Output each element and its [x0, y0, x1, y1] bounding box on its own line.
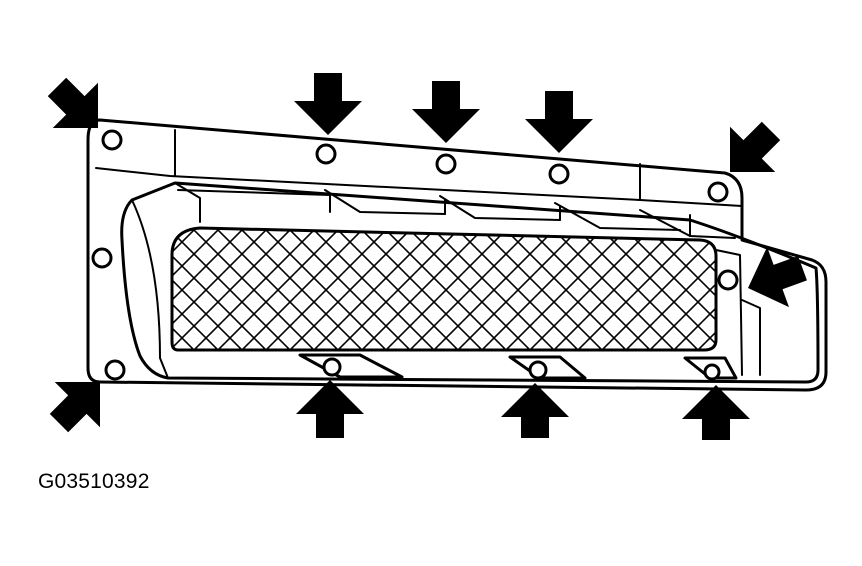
mesh-strand — [0, 220, 36, 360]
mesh-strand — [567, 228, 709, 350]
arrow-up-right-icon — [49, 382, 100, 433]
mesh-strand — [231, 228, 373, 350]
mesh-strand — [172, 228, 205, 350]
fastener-hole — [717, 269, 739, 291]
mesh-strand — [0, 220, 132, 360]
arrow-down-right-icon — [47, 77, 98, 128]
mesh-strand — [183, 228, 325, 350]
mesh-strand — [832, 220, 862, 360]
mesh-strand — [0, 220, 12, 360]
fastener-hole — [703, 363, 721, 381]
mesh-strand — [327, 228, 469, 350]
mesh-strand — [399, 228, 541, 350]
mounting-tabs — [298, 353, 738, 380]
fastener-hole — [104, 359, 126, 381]
mesh-strand — [784, 220, 862, 360]
fastener-hole — [322, 357, 342, 377]
arrow-up-icon — [501, 383, 569, 438]
mesh-strand — [0, 220, 132, 360]
mesh-strand — [0, 220, 84, 360]
mesh-strand — [0, 220, 108, 360]
mesh-strand — [856, 220, 862, 360]
grille-housing — [86, 118, 828, 392]
mesh-strand — [615, 228, 716, 350]
mesh-strand — [172, 228, 301, 350]
mesh-strand — [255, 228, 397, 350]
fastener-hole — [528, 360, 548, 380]
mesh-strand — [447, 228, 589, 350]
mesh-strand — [0, 220, 84, 360]
arrow-up-icon — [682, 385, 750, 440]
mesh-strand — [543, 228, 685, 350]
mesh-strand — [639, 228, 716, 350]
fastener-hole — [91, 247, 113, 269]
mesh-strand — [172, 228, 277, 350]
mesh-strand — [471, 228, 613, 350]
arrow-up-icon — [296, 380, 364, 438]
mesh-strand — [687, 228, 716, 350]
mesh-strand — [303, 228, 445, 350]
arrow-down-icon — [412, 81, 480, 143]
mesh-strand — [279, 228, 421, 350]
mesh-strand — [172, 228, 205, 350]
arrow-down-icon — [294, 73, 362, 135]
fastener-hole — [435, 153, 457, 175]
mesh-strand — [0, 220, 60, 360]
fastener-hole — [315, 143, 337, 165]
mesh-strand — [856, 220, 862, 360]
mesh-strand — [0, 220, 108, 360]
mesh-strand — [591, 228, 716, 350]
arrow-down-icon — [525, 91, 593, 153]
mesh-strand — [0, 220, 12, 360]
mesh-strand — [0, 220, 36, 360]
mesh-strand — [351, 228, 493, 350]
figure-reference-code: G03510392 — [38, 470, 150, 493]
arrow-left-icon — [748, 246, 807, 308]
mesh-strand — [832, 220, 862, 360]
mesh-strand — [172, 228, 253, 350]
mesh-strand — [495, 228, 637, 350]
fastener-hole — [101, 129, 123, 151]
mesh-strand — [784, 220, 862, 360]
mesh-strand — [375, 228, 517, 350]
mesh-screen — [0, 220, 862, 360]
mesh-strand — [172, 228, 229, 350]
callout-arrows — [47, 73, 807, 440]
mesh-strand — [207, 228, 349, 350]
mesh-strand — [663, 228, 716, 350]
louver-ribs — [174, 182, 736, 239]
fastener-holes — [91, 129, 739, 381]
arrow-down-left-icon — [730, 121, 781, 172]
mesh-strand — [423, 228, 565, 350]
mesh-strand — [663, 228, 716, 350]
mesh-strand — [0, 220, 60, 360]
mesh-strand — [519, 228, 661, 350]
fastener-hole — [707, 181, 729, 203]
fastener-hole — [548, 163, 570, 185]
mesh-strand — [172, 228, 229, 350]
